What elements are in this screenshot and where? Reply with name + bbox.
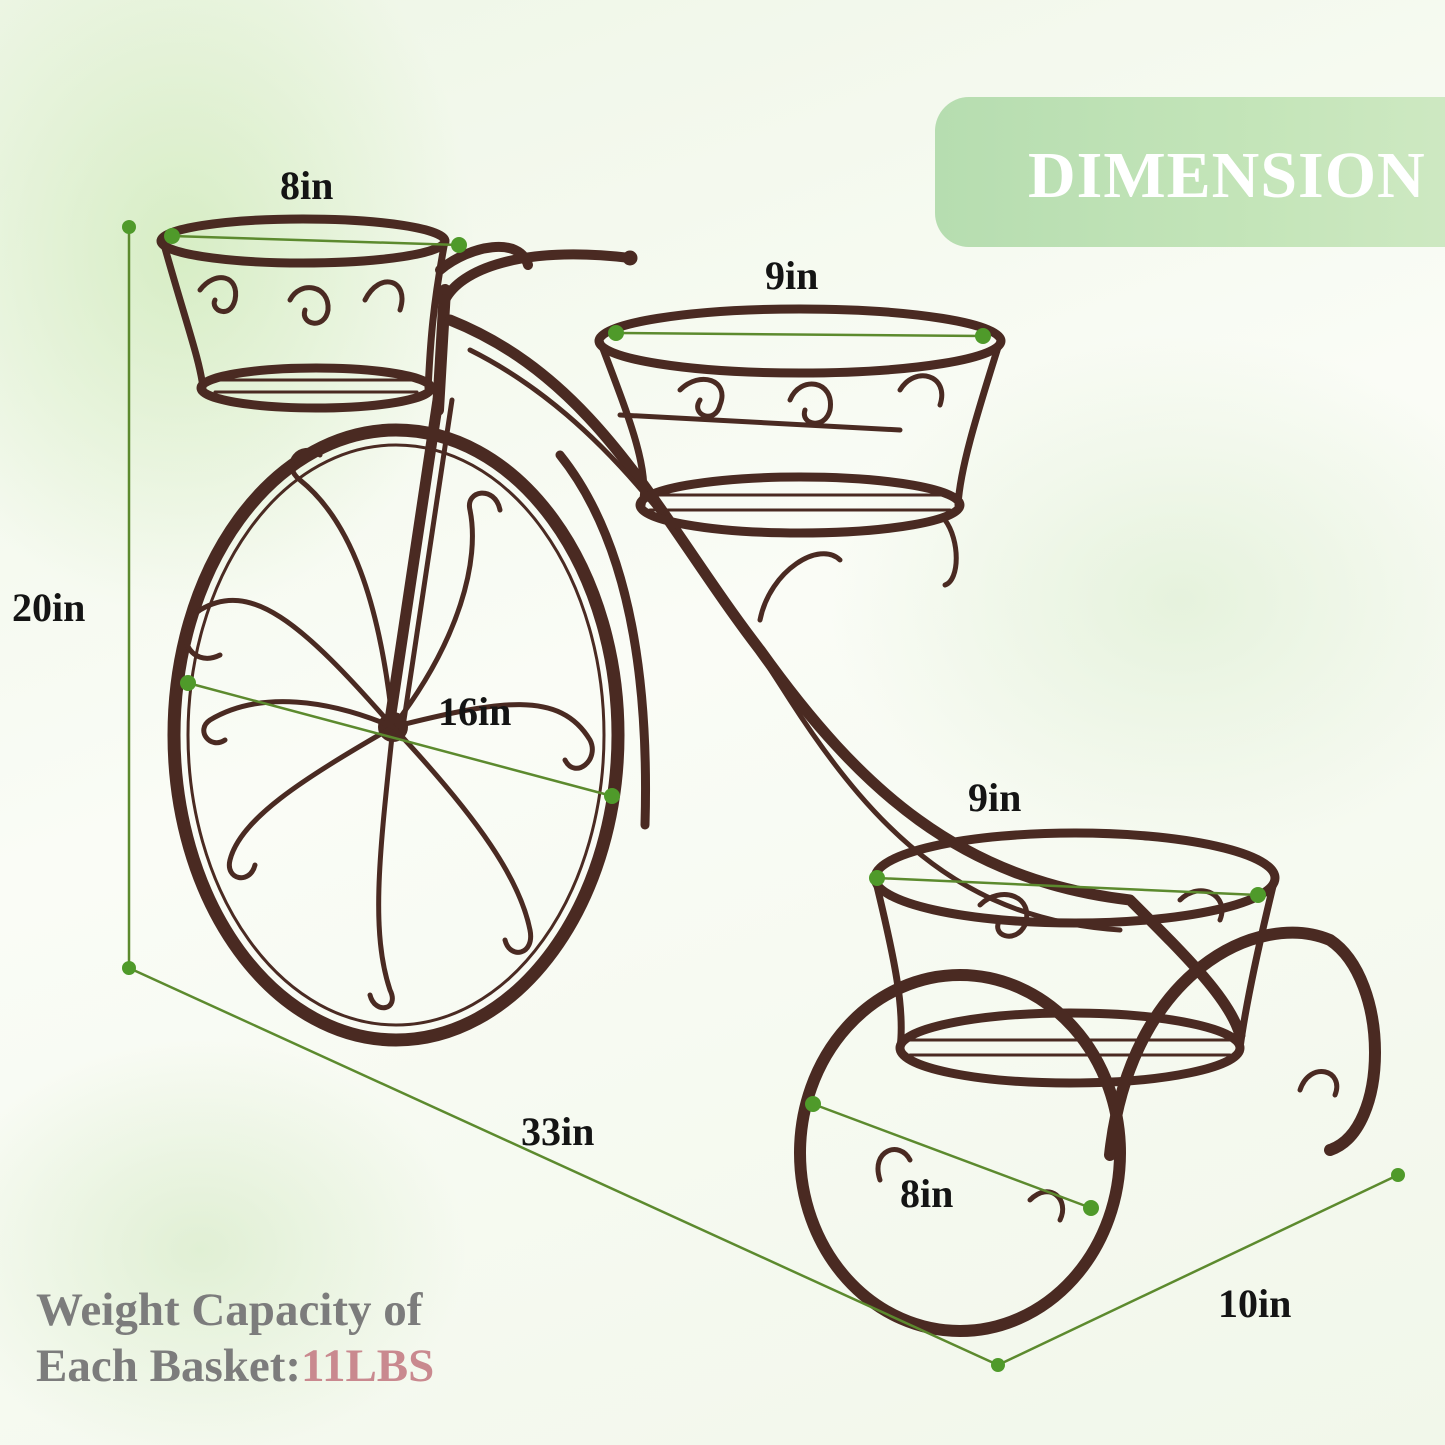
rear-wheel-line <box>812 1102 1092 1210</box>
capacity-value: 11LBS <box>301 1340 435 1392</box>
dimension-banner <box>935 97 1445 247</box>
rear-wheel-right <box>1104 926 1381 1161</box>
front-wheel <box>167 423 650 1047</box>
front-wheel-line <box>187 681 613 798</box>
capacity-line-1: Weight Capacity of <box>36 1284 423 1336</box>
front-wheel-dimension: 16in <box>438 689 512 734</box>
capacity-label: Each Basket: <box>36 1340 302 1392</box>
width-line <box>997 1173 1399 1367</box>
front-basket-dimension: 8in <box>280 163 334 208</box>
front-basket <box>156 214 450 413</box>
height-dimension: 20in <box>12 585 86 630</box>
capacity-line-2: Each Basket:11LBS <box>36 1338 434 1394</box>
rear-basket-dimension: 9in <box>968 775 1022 820</box>
front-basket-line <box>171 234 460 247</box>
weight-capacity-note: Weight Capacity of Each Basket:11LBS <box>36 1282 434 1394</box>
middle-basket-dimension: 9in <box>765 253 819 298</box>
length-dimension: 33in <box>521 1109 595 1154</box>
middle-basket <box>594 304 1006 623</box>
front-fork <box>384 241 638 726</box>
rear-wheel-left <box>794 969 1126 1337</box>
dimension-lines <box>127 227 1399 1367</box>
middle-basket-line <box>615 331 984 338</box>
banner-title: DIMENSION <box>1028 139 1426 212</box>
dimension-markers <box>122 220 1405 1372</box>
rear-basket-line <box>876 876 1259 897</box>
length-line <box>128 966 999 1367</box>
rear-wheel-dimension: 8in <box>900 1171 954 1216</box>
width-dimension: 10in <box>1218 1281 1292 1326</box>
